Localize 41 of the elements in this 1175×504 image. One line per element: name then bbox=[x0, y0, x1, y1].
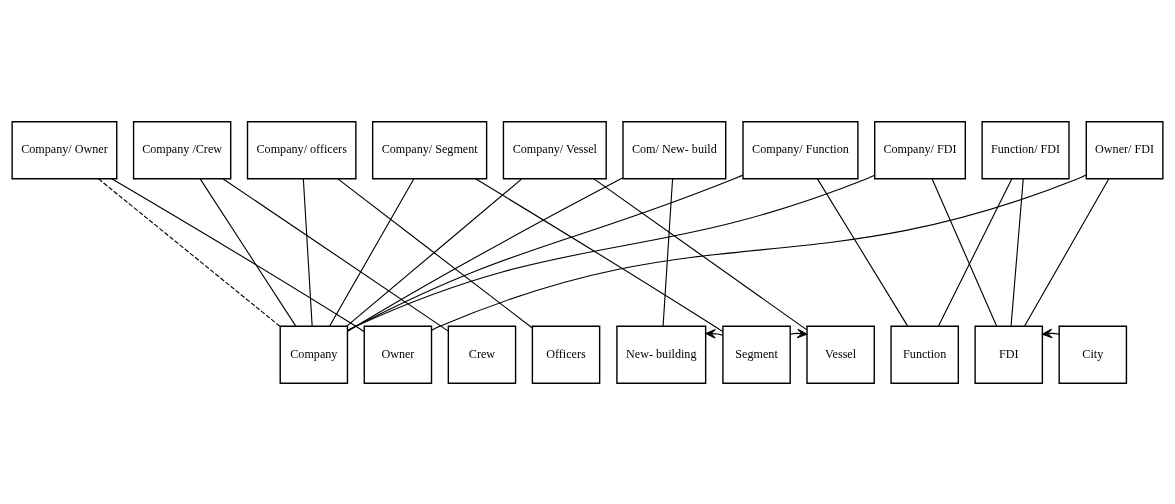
connector bbox=[816, 177, 909, 327]
node-box: Company/ officers bbox=[246, 120, 357, 179]
node-box: Vessel bbox=[806, 325, 875, 384]
connector bbox=[431, 174, 1087, 331]
node-box: City bbox=[1058, 325, 1128, 384]
connector bbox=[329, 177, 415, 327]
connector bbox=[931, 177, 998, 327]
node-box: Com/ New- build bbox=[622, 120, 727, 179]
connector bbox=[593, 177, 808, 330]
node-box: New- building bbox=[616, 325, 707, 384]
arrow bbox=[1042, 328, 1060, 338]
connector bbox=[347, 174, 744, 331]
node-box: Company /Crew bbox=[132, 120, 232, 179]
node-box: Company/ FDI bbox=[874, 120, 966, 179]
connector bbox=[937, 177, 1013, 327]
connector bbox=[662, 177, 674, 327]
node-box: Officers bbox=[531, 325, 601, 384]
node-box: Company/ Vessel bbox=[502, 120, 607, 179]
node-box: FDI bbox=[974, 325, 1044, 384]
connector bbox=[1010, 177, 1024, 327]
connector bbox=[222, 177, 449, 332]
connector bbox=[111, 177, 365, 332]
arrow bbox=[789, 328, 808, 338]
node-box: Segment bbox=[722, 325, 791, 384]
arrow bbox=[705, 328, 724, 339]
node-box: Company/ Owner bbox=[11, 120, 118, 179]
connector bbox=[199, 177, 297, 327]
node-box: Company/ Function bbox=[742, 120, 859, 179]
node-box: Owner/ FDI bbox=[1085, 120, 1164, 179]
node-box: Function bbox=[890, 325, 959, 384]
connector bbox=[475, 177, 724, 332]
node-box: Crew bbox=[447, 325, 517, 384]
connector bbox=[1024, 177, 1110, 327]
node-box: Company bbox=[279, 325, 349, 384]
connector bbox=[302, 177, 313, 327]
connector bbox=[347, 176, 624, 332]
node-box: Function/ FDI bbox=[981, 120, 1070, 179]
node-box: Owner bbox=[363, 325, 433, 384]
node-box: Company/ Segment bbox=[371, 120, 488, 179]
connector bbox=[346, 174, 876, 331]
connector bbox=[98, 177, 281, 327]
